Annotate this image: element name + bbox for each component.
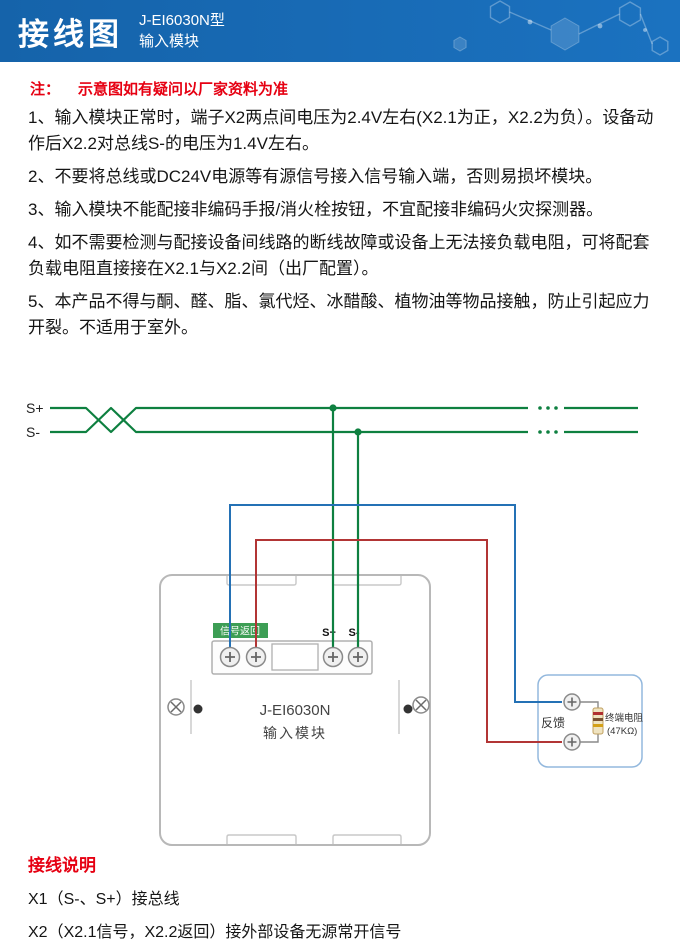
wiring-diagram-canvas: S+ S- 信号返回 S+ S- J-EI6030N 输入模块 [26, 400, 644, 846]
wiring-legend: 接线说明 X1（S-、S+）接总线 X2（X2.1信号，X2.2返回）接外部设备… [28, 851, 658, 951]
bus-s-plus-label: S+ [26, 400, 44, 416]
header-subtitle: J-EI6030N型 输入模块 [139, 10, 225, 52]
terminal-blank-window [271, 643, 319, 671]
feedback-device: 反馈 终端电阻 (47KΩ) [537, 674, 644, 768]
junction-dot-s-minus [354, 428, 362, 436]
note-prefix: 注： [30, 81, 61, 98]
terminal-resistor-name: 终端电阻 [605, 712, 644, 724]
junction-dot-s-plus [329, 404, 337, 412]
bus-s-minus-label: S- [26, 424, 40, 440]
instruction-item-2: 2、不要将总线或DC24V电源等有源信号接入信号输入端，否则易损坏模块。 [28, 167, 603, 186]
caution-note: 注： 示意图如有疑问以厂家资料为准 [30, 78, 288, 99]
hexagon-decoration [453, 0, 669, 56]
mounting-screw-icon-left [167, 698, 203, 716]
feedback-label: 反馈 [541, 716, 565, 730]
bus-wire-s-minus [50, 406, 638, 434]
screw-terminal-icon-signal [219, 646, 241, 668]
mounting-dot-right [403, 704, 413, 714]
module-s-minus-label: S- [349, 627, 360, 639]
module-name-text: 输入模块 [263, 725, 327, 741]
terminal-resistor-value: (47KΩ) [607, 726, 637, 737]
terminal-group-label-bg [213, 623, 268, 638]
resistor-icon [580, 701, 604, 743]
input-module: 信号返回 S+ S- J-EI6030N 输入模块 [159, 574, 431, 846]
module-casing-seams [190, 576, 402, 844]
bus-wire-s-plus [50, 406, 638, 434]
mounting-dot-left [193, 704, 203, 714]
screw-terminal-icon-s-minus [347, 646, 369, 668]
legend-line-x1: X1（S-、S+）接总线 [28, 891, 180, 908]
mounting-screw-icon-right [403, 696, 430, 714]
feedback-screw-terminals [563, 693, 581, 751]
wiring-diagram: S+ S- 信号返回 S+ S- J-EI6030N 输入模块 [0, 392, 680, 862]
return-wire [255, 539, 562, 743]
instruction-item-5: 5、本产品不得与酮、醛、脂、氯代烃、冰醋酸、植物油等物品接触，防止引起应力开裂。… [28, 292, 650, 337]
screw-terminal-icon-s-plus [322, 646, 344, 668]
legend-line-x2: X2（X2.1信号，X2.2返回）接外部设备无源常开信号 [28, 924, 402, 941]
product-model: J-EI6030N型 [139, 12, 225, 29]
terminal-group-label: 信号返回 [220, 626, 260, 638]
screw-terminal-icon-feedback-top [563, 693, 581, 711]
bus-wires [50, 406, 638, 650]
page-title: 接线图 [18, 16, 123, 52]
instruction-item-4: 4、如不需要检测与配接设备间线路的断线故障或设备上无法接负载电阻，可将配套负载电… [28, 233, 650, 278]
legend-title: 接线说明 [28, 856, 96, 875]
note-text: 示意图如有疑问以厂家资料为准 [78, 81, 289, 98]
instruction-list: 1、输入模块正常时，端子X2两点间电压为2.4V左右(X2.1为正，X2.2为负… [28, 105, 660, 348]
screw-terminal-icon-feedback-bottom [563, 733, 581, 751]
instruction-item-3: 3、输入模块不能配接非编码手报/消火栓按钮，不宜配接非编码火灾探测器。 [28, 200, 604, 219]
page-header: 接线图 J-EI6030N型 输入模块 [0, 0, 680, 62]
instruction-item-1: 1、输入模块正常时，端子X2两点间电压为2.4V左右(X2.1为正，X2.2为负… [28, 108, 654, 153]
product-type: 输入模块 [139, 33, 200, 50]
signal-wire [229, 504, 562, 703]
module-screw-terminals [219, 646, 369, 668]
bus-wire-dots [329, 404, 558, 436]
screw-terminal-icon-return [245, 646, 267, 668]
module-model-text: J-EI6030N [260, 702, 331, 719]
